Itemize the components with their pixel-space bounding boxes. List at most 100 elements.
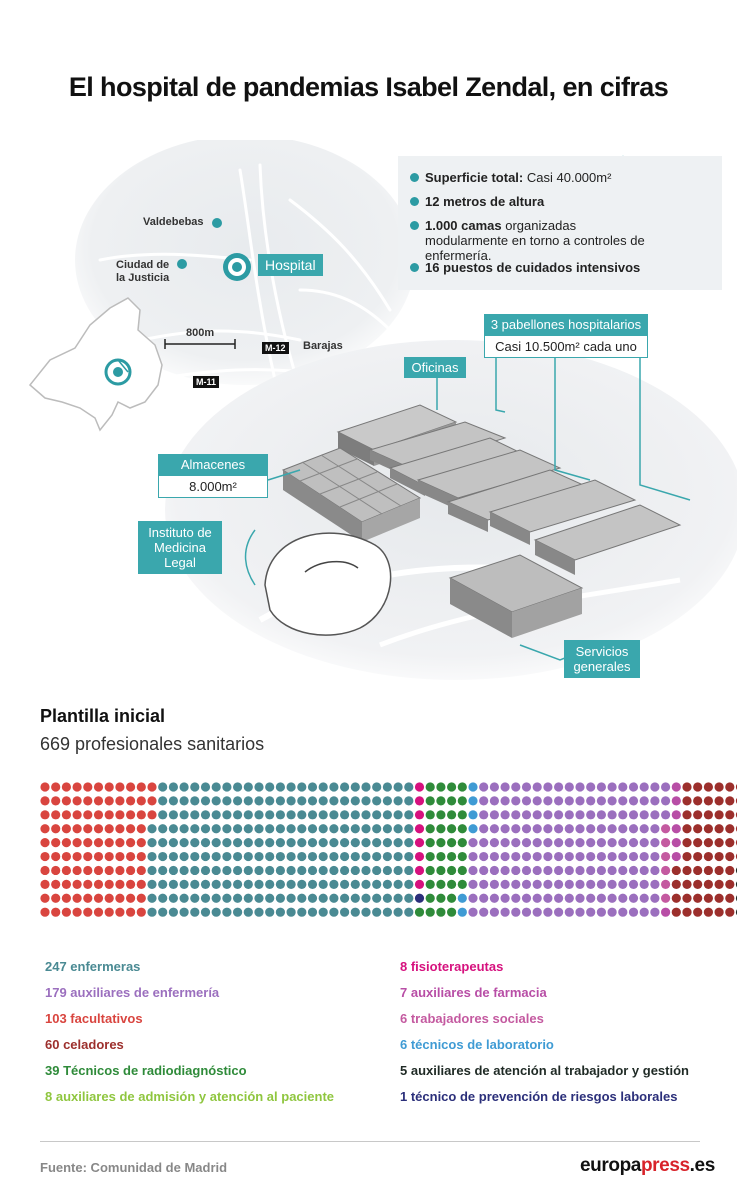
waffle-dot-enfermeras <box>361 851 371 862</box>
waffle-dot-facultativos <box>93 810 104 820</box>
waffle-dot-facultativos <box>126 824 136 834</box>
waffle-dot-auxiliares_enf <box>554 851 564 862</box>
waffle-dot-auxiliares_enf <box>586 851 596 862</box>
waffle-dot-enfermeras <box>382 865 392 876</box>
waffle-dot-enfermeras <box>318 782 328 792</box>
waffle-dot-auxiliares_enf <box>586 865 596 876</box>
waffle-dot-celadores <box>682 893 692 903</box>
waffle-dot-auxiliares_enf <box>468 893 478 903</box>
waffle-dot-celadores <box>725 796 735 806</box>
waffle-dot-enfermeras <box>404 838 414 848</box>
waffle-dot-auxiliares_enf <box>564 851 574 862</box>
waffle-dot-auxiliares_enf <box>532 824 542 834</box>
waffle-dot-facultativos <box>51 893 61 903</box>
waffle-dot-facultativos <box>51 865 61 876</box>
waffle-dot-tecnicos_radio <box>425 851 435 862</box>
waffle-dot-celadores <box>714 851 724 862</box>
waffle-dot-enfermeras <box>318 810 328 820</box>
waffle-dot-auxiliares_enf <box>661 782 671 792</box>
waffle-dot-auxiliares_enf <box>468 907 478 917</box>
waffle-dot-enfermeras <box>372 824 382 834</box>
waffle-dot-enfermeras <box>243 851 253 862</box>
waffle-dot-enfermeras <box>243 879 253 889</box>
waffle-dot-auxiliares_enf <box>586 810 596 820</box>
waffle-dot-facultativos <box>51 782 61 792</box>
waffle-dot-enfermeras <box>393 893 403 903</box>
waffle-dot-auxiliares_enf <box>489 782 499 792</box>
waffle-dot-auxiliares_enf <box>618 810 628 820</box>
waffle-dot-tecnicos_radio <box>425 865 435 876</box>
waffle-dot-enfermeras <box>350 810 360 820</box>
waffle-dot-auxiliares_enf <box>521 824 532 834</box>
waffle-dot-facultativos <box>83 907 93 917</box>
waffle-dot-celadores <box>714 824 724 834</box>
waffle-dot-enfermeras <box>361 893 371 903</box>
waffle-dot-enfermeras <box>200 879 211 889</box>
waffle-dot-sociales <box>661 824 671 834</box>
waffle-dot-enfermeras <box>254 907 264 917</box>
waffle-dot-farmacia <box>671 851 681 862</box>
waffle-dot-auxiliares_enf <box>554 810 564 820</box>
waffle-dot-facultativos <box>104 865 114 876</box>
waffle-dot-tecnicos_radio <box>447 865 457 876</box>
waffle-dot-facultativos <box>61 893 71 903</box>
waffle-dot-auxiliares_enf <box>628 810 639 820</box>
waffle-dot-celadores <box>671 907 681 917</box>
waffle-dot-auxiliares_enf <box>543 796 553 806</box>
bullet-icon <box>410 197 419 206</box>
waffle-dot-auxiliares_enf <box>639 782 649 792</box>
instituto-line-1: Instituto de <box>148 525 212 540</box>
waffle-dot-enfermeras <box>254 851 264 862</box>
waffle-dot-auxiliares_enf <box>650 879 660 889</box>
waffle-dot-enfermeras <box>372 838 382 848</box>
waffle-dot-auxiliares_enf <box>500 865 510 876</box>
waffle-dot-enfermeras <box>233 796 243 806</box>
waffle-dot-tecnicos_radio <box>425 907 435 917</box>
waffle-dot-enfermeras <box>211 865 221 876</box>
waffle-dot-enfermeras <box>372 810 382 820</box>
waffle-dot-auxiliares_enf <box>511 782 521 792</box>
waffle-dot-enfermeras <box>147 838 157 848</box>
waffle-dot-auxiliares_enf <box>639 838 649 848</box>
waffle-dot-facultativos <box>136 782 146 792</box>
waffle-dot-fisio <box>414 865 425 876</box>
waffle-dot-auxiliares_enf <box>468 838 478 848</box>
waffle-dot-enfermeras <box>318 893 328 903</box>
waffle-dot-celadores <box>693 879 703 889</box>
waffle-dot-facultativos <box>40 810 50 820</box>
waffle-dot-tecnicos_radio <box>447 907 457 917</box>
waffle-dot-celadores <box>703 851 714 862</box>
waffle-dot-facultativos <box>93 796 104 806</box>
waffle-dot-celadores <box>682 851 692 862</box>
legend-item: 7 auxiliares de farmacia <box>400 985 547 1000</box>
valdebebas-label: Valdebebas <box>143 216 204 228</box>
waffle-dot-auxiliares_enf <box>575 851 585 862</box>
waffle-dot-auxiliares_enf <box>521 838 532 848</box>
waffle-dot-facultativos <box>136 865 146 876</box>
waffle-dot-enfermeras <box>147 865 157 876</box>
waffle-dot-enfermeras <box>265 893 275 903</box>
waffle-dot-celadores <box>703 865 714 876</box>
waffle-dot-auxiliares_enf <box>500 782 510 792</box>
waffle-dot-tecnicos_radio <box>436 782 446 792</box>
waffle-dot-auxiliares_enf <box>479 907 489 917</box>
brand-logo[interactable]: europapress.es <box>580 1155 715 1176</box>
waffle-dot-enfermeras <box>190 851 200 862</box>
waffle-dot-facultativos <box>83 824 93 834</box>
waffle-dot-enfermeras <box>393 851 403 862</box>
waffle-dot-enfermeras <box>404 907 414 917</box>
waffle-dot-facultativos <box>104 893 114 903</box>
waffle-dot-facultativos <box>115 907 125 917</box>
waffle-dot-auxiliares_enf <box>554 907 564 917</box>
waffle-dot-auxiliares_enf <box>575 796 585 806</box>
fact-icu: 16 puestos de cuidados intensivos <box>410 260 640 275</box>
waffle-dot-auxiliares_enf <box>596 782 607 792</box>
waffle-dot-auxiliares_enf <box>596 796 607 806</box>
waffle-dot-auxiliares_enf <box>554 865 564 876</box>
waffle-dot-enfermeras <box>350 865 360 876</box>
scale-bar <box>164 339 236 349</box>
waffle-dot-facultativos <box>115 796 125 806</box>
waffle-dot-laboratorio <box>457 907 467 917</box>
waffle-dot-auxiliares_enf <box>596 865 607 876</box>
waffle-dot-auxiliares_enf <box>532 796 542 806</box>
